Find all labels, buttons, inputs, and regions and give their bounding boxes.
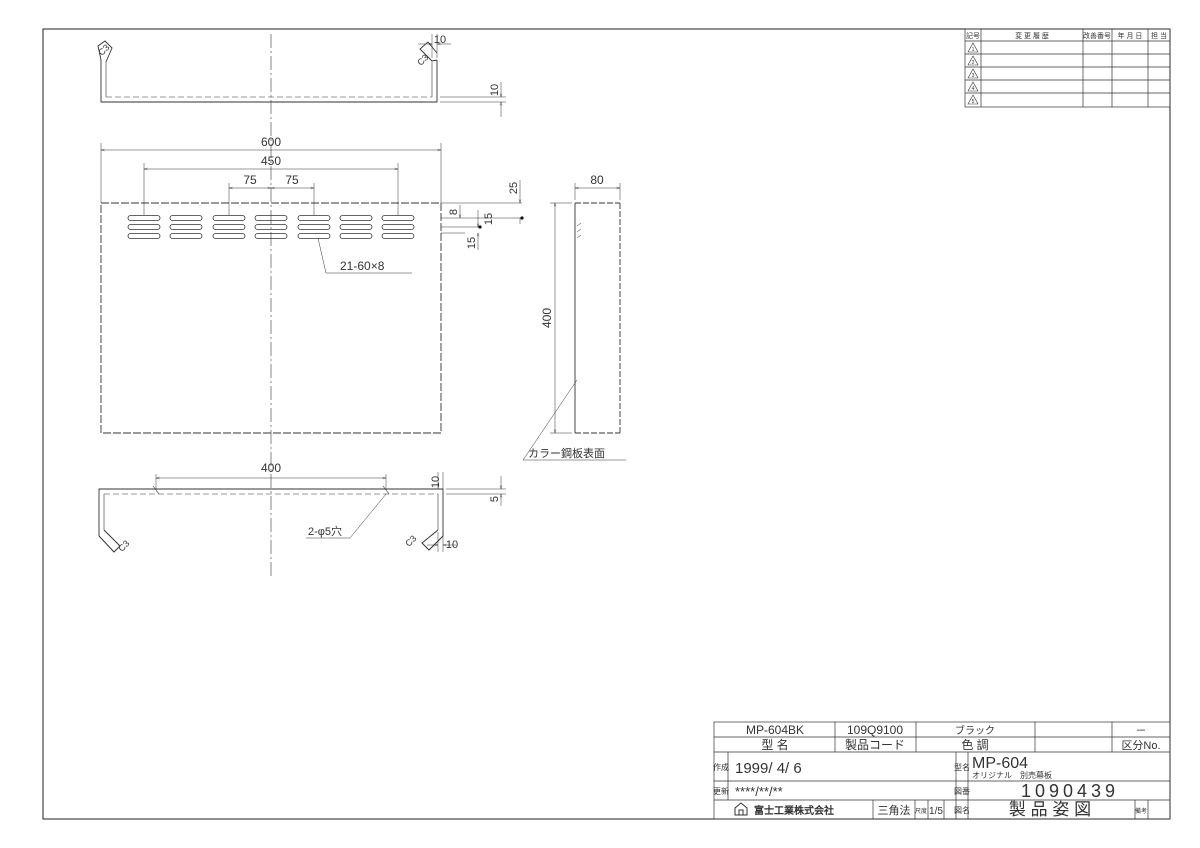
tb-part-subtitle: オリジナル 別売幕板 (972, 770, 1052, 780)
tb-scale-value: 1/5 (929, 806, 943, 817)
tb-model-header: 型 名 (761, 737, 788, 752)
vent-slot (169, 233, 203, 239)
revision-mark-icon (967, 42, 979, 53)
tb-code-value: 109Q9100 (847, 723, 903, 737)
top-dim-height: 10 (489, 84, 501, 96)
tb-updated-date: ****/**/** (735, 784, 783, 799)
vent-slot (381, 224, 415, 230)
vent-slot (381, 215, 415, 221)
bottom-hole-callout: 2-φ5穴 (308, 524, 342, 538)
rev-header-mark: 記号 (966, 31, 980, 40)
bottom-bend-right: C3 (403, 533, 418, 548)
company-logo-icon (734, 802, 748, 816)
revision-mark-icon (967, 81, 979, 92)
tb-class-value: － (1136, 725, 1147, 737)
vent-slot (212, 215, 246, 221)
front-dim-slot-pitch-b: 15 (466, 237, 478, 249)
front-view (100, 143, 522, 434)
vent-slot (381, 233, 415, 239)
top-view (97, 34, 506, 117)
tb-projection: 三角法 (878, 803, 911, 817)
bottom-dim-hole-span: 400 (261, 461, 281, 475)
tb-drawing-name: 製 品 姿 図 (1009, 800, 1091, 819)
tb-created-date: 1999/ 4/ 6 (735, 760, 802, 777)
vent-slot (212, 224, 246, 230)
vent-slots (127, 215, 415, 239)
bottom-dim-flange-10: 10 (430, 476, 442, 488)
revision-mark-number: 3 (972, 73, 975, 79)
tb-created-label: 作成 (713, 762, 729, 772)
vent-slot (339, 215, 373, 221)
sheet-border (42, 28, 1171, 820)
vent-slot (127, 224, 161, 230)
vent-slot (254, 215, 288, 221)
bottom-bend-left: C3 (116, 538, 131, 553)
bottom-view (98, 472, 506, 553)
vent-slot (339, 224, 373, 230)
revision-mark-number: 2 (972, 60, 975, 66)
bottom-dim-10: 10 (446, 539, 458, 551)
revision-mark-number: 1 (972, 47, 975, 53)
tb-part-name: MP-604 (972, 755, 1028, 772)
tb-remarks-label: 備考 (1135, 807, 1147, 815)
side-view (522, 183, 626, 461)
front-dim-slot-width: 8 (448, 209, 460, 215)
tb-company: 富士工業株式会社 (754, 804, 834, 817)
tb-color-header: 色 調 (961, 738, 988, 752)
vent-slot (127, 233, 161, 239)
top-bend-right: C3 (415, 52, 430, 67)
tb-drawing-name-label: 図名 (954, 805, 970, 815)
vent-slot (169, 224, 203, 230)
vent-slot (127, 215, 161, 221)
vent-slot (212, 233, 246, 239)
revision-mark-number: 5 (972, 99, 975, 105)
front-dim-slot-span: 450 (261, 154, 281, 168)
vent-slot (297, 215, 331, 221)
side-surface-note: カラー鋼板表面 (528, 446, 605, 460)
vent-slot (254, 224, 288, 230)
side-dim-depth: 80 (590, 173, 604, 187)
tb-model-value: MP-604BK (746, 723, 804, 737)
side-dim-height: 400 (540, 308, 554, 328)
revision-mark-number: 4 (972, 86, 975, 92)
tb-updated-label: 更新 (713, 786, 729, 796)
rev-header-person: 担 当 (1151, 31, 1167, 40)
front-dim-slot-pitch-a: 15 (483, 213, 495, 225)
front-dim-pitch-right: 75 (285, 173, 299, 187)
tb-color-value: ブラック (955, 724, 995, 737)
front-slot-callout: 21-60×8 (340, 259, 385, 273)
tb-type-label: 型名 (954, 762, 970, 772)
vent-slot (169, 215, 203, 221)
tb-code-header: 製品コード (845, 738, 905, 752)
rev-header-date: 年 月 日 (1118, 31, 1143, 40)
tb-drawing-no: 1090439 (1021, 781, 1119, 801)
vent-slot (339, 233, 373, 239)
title-block (713, 721, 1171, 820)
tb-scale-label: 尺度 (915, 807, 927, 815)
bottom-dim-flange-5: 5 (489, 496, 501, 502)
top-dim-depth: 10 (434, 34, 446, 46)
vent-slot (297, 224, 331, 230)
front-dim-width: 600 (261, 135, 281, 149)
rev-header-history: 変 更 履 歴 (1015, 31, 1049, 40)
vent-slot (254, 233, 288, 239)
revision-mark-icon (967, 68, 979, 79)
rev-header-number: 改善番号 (1083, 31, 1111, 40)
revision-table (964, 28, 1171, 108)
vent-slot (297, 233, 331, 239)
revision-mark-icon (967, 55, 979, 66)
revision-mark-icon (967, 94, 979, 105)
front-dim-pitch-left: 75 (243, 173, 257, 187)
front-dim-top-offset: 25 (508, 182, 520, 194)
tb-drawing-no-label: 図番 (954, 786, 970, 796)
tb-class-header: 区分No. (1121, 739, 1160, 752)
front-panel (100, 202, 442, 434)
